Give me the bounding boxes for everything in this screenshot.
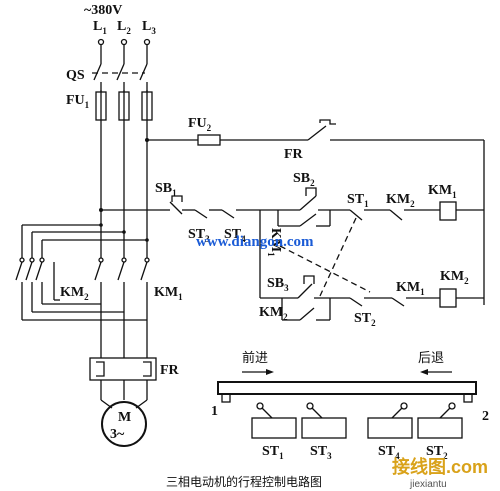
- sb2-label: SB2: [293, 171, 315, 188]
- phase-l3-label: L3: [142, 19, 156, 36]
- limit-switch-st1: [251, 402, 297, 439]
- st4-label: ST4: [224, 227, 246, 244]
- st2-label: ST2: [354, 311, 376, 328]
- km1-seal-label: KM1: [266, 228, 283, 257]
- watermark-jiexiantu: 接线图.com: [392, 456, 488, 477]
- km2-coil-label: KM2: [440, 269, 469, 286]
- switch-label-2: ST4: [378, 444, 400, 461]
- km2-interlock-label: KM2: [386, 192, 415, 209]
- backward-label: 后退: [418, 351, 444, 366]
- km2-main-label: KM2: [60, 285, 89, 302]
- limit-switch-st4: [367, 402, 413, 439]
- switch-label-3: ST2: [426, 444, 448, 461]
- fr-power-label: FR: [160, 363, 180, 378]
- rail-end-1: 1: [211, 404, 218, 419]
- limit-switch-st2: [417, 402, 463, 439]
- power-bus: [99, 122, 198, 258]
- motor: [100, 399, 148, 447]
- km1-main-contacts: [94, 257, 150, 358]
- motor-label: M: [118, 410, 131, 425]
- switch-label-1: ST3: [310, 444, 332, 461]
- km2-seal-label: KM2: [259, 305, 288, 322]
- fr-thermal-relay: [89, 357, 157, 400]
- limit-switch-st3: [301, 402, 347, 439]
- supply-terminals: [97, 38, 151, 64]
- motor-phase-label: 3~: [110, 427, 125, 442]
- sb1-stop-button: [160, 195, 260, 219]
- fu1-fuses: [95, 90, 153, 122]
- watermark-diangon: www.diangon.com: [196, 234, 314, 250]
- st3-label: ST3: [188, 227, 210, 244]
- phase-l1-label: L1: [93, 19, 107, 36]
- figure-caption: 三相电动机的行程控制电路图: [166, 474, 322, 489]
- fu2-label: FU2: [188, 116, 212, 133]
- fu2-fuse: [197, 119, 485, 305]
- st-crosslink: [319, 217, 357, 297]
- qs-switch: [92, 63, 148, 92]
- forward-branch: [259, 187, 484, 298]
- fr-control-label: FR: [284, 147, 304, 162]
- forward-label: 前进: [242, 350, 268, 366]
- supply-voltage: ~380V: [84, 3, 122, 18]
- sb1-label: SB1: [155, 181, 177, 198]
- travel-rail: [217, 381, 477, 403]
- st1-label: ST1: [347, 192, 369, 209]
- rail-end-2: 2: [482, 409, 489, 424]
- direction-arrows: [242, 369, 452, 375]
- km2-reverse-wiring: [15, 223, 149, 321]
- km1-interlock-label: KM1: [396, 280, 425, 297]
- km1-main-label: KM1: [154, 285, 183, 302]
- switch-label-0: ST1: [262, 444, 284, 461]
- watermark-jiexiantu-url: jiexiantu: [409, 479, 447, 490]
- fu1-label: FU1: [66, 93, 90, 110]
- qs-label: QS: [66, 68, 85, 83]
- reverse-branch: [260, 275, 484, 321]
- st-crosslink-2: [279, 245, 371, 293]
- sb3-label: SB3: [267, 276, 289, 293]
- km1-coil-label: KM1: [428, 183, 457, 200]
- phase-l2-label: L2: [117, 19, 131, 36]
